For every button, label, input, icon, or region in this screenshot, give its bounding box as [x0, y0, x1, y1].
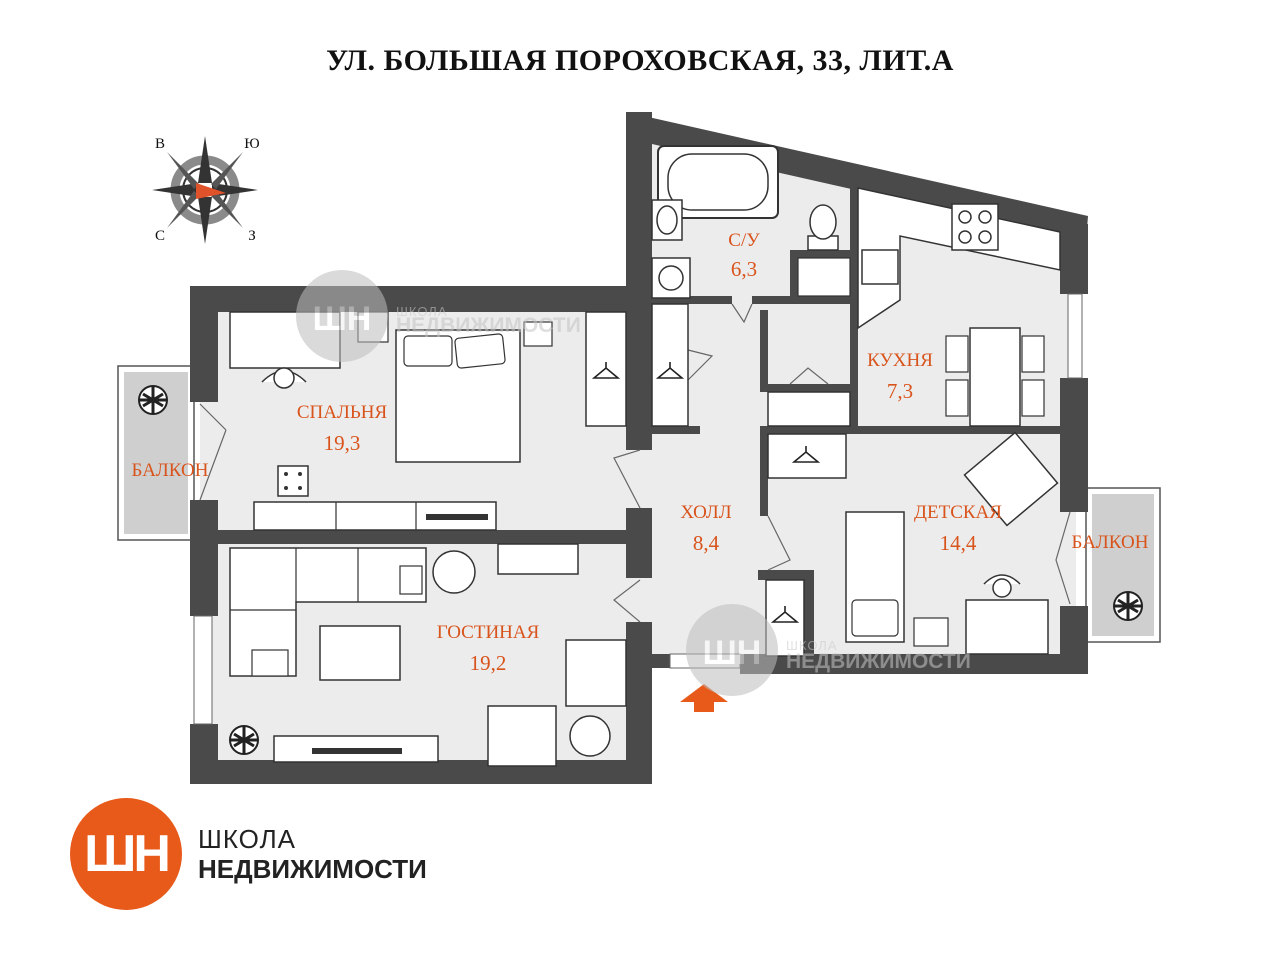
kids-room-furniture: [845, 431, 1059, 655]
compass-label-east: Ю: [244, 136, 259, 152]
compass-label-south: С: [155, 228, 165, 244]
dining-table: [969, 327, 1021, 427]
watermark-line1: ШКОЛА: [786, 638, 838, 653]
room-labels: С/У 6,3 КУХНЯ 7,3 СПАЛЬНЯ 19,3 ХОЛЛ 8,4 …: [297, 230, 1002, 675]
hanger-icon: [770, 606, 800, 623]
tv-icon: [312, 748, 402, 754]
balcony-right: БАЛКОН: [1072, 487, 1161, 643]
hanger-icon: [591, 362, 621, 379]
watermark-monogram: ШН: [703, 634, 762, 672]
room-label-bathroom: С/У: [728, 230, 760, 251]
chair-icon: [1021, 379, 1045, 417]
room-area-kids-room: 14,4: [940, 531, 977, 555]
logo-line1: ШКОЛА: [198, 824, 297, 854]
balcony-left: БАЛКОН: [117, 365, 209, 541]
room-area-bathroom: 6,3: [731, 257, 757, 281]
plan-title: УЛ. БОЛЬШАЯ ПОРОХОВСКАЯ, 33, ЛИТ.А: [326, 44, 954, 77]
living-room-furniture: [229, 543, 627, 767]
stove-icon: [951, 203, 999, 251]
side-table: [569, 715, 611, 757]
room-label-living-room: ГОСТИНАЯ: [437, 622, 540, 643]
kitchen-sink-icon: [861, 249, 899, 285]
doors: [199, 303, 1071, 623]
room-area-living-room: 19,2: [470, 651, 507, 675]
ottoman: [277, 465, 309, 497]
plant-icon: [138, 385, 168, 415]
wardrobe: [767, 391, 851, 427]
room-label-kitchen: КУХНЯ: [867, 350, 933, 371]
console: [497, 543, 579, 575]
compass-rose: В Ю С З: [152, 136, 260, 244]
room-area-bedroom: 19,3: [324, 431, 361, 455]
wardrobe: [767, 433, 847, 479]
bathroom-fixtures: [651, 145, 851, 299]
hanger-icon: [655, 362, 685, 379]
watermark-top: ШН ШКОЛА НЕДВИЖИМОСТИ: [296, 270, 581, 362]
pillow-icon: [851, 599, 899, 637]
compass-label-west: З: [248, 228, 256, 244]
watermark-monogram: ШН: [313, 300, 372, 338]
compass-label-north: В: [155, 136, 165, 152]
room-label-bedroom: СПАЛЬНЯ: [297, 402, 388, 423]
room-label-hall: ХОЛЛ: [680, 502, 731, 523]
hanger-icon: [791, 446, 821, 463]
kitchen-fixtures: [857, 187, 1061, 427]
room-area-kitchen: 7,3: [887, 379, 913, 403]
watermark-line2: НЕДВИЖИМОСТИ: [786, 650, 971, 673]
tv-icon: [426, 514, 488, 520]
side-table: [432, 550, 476, 594]
desk: [965, 599, 1049, 655]
toilet-icon: [807, 204, 839, 251]
armchair: [565, 639, 627, 707]
balcony-right-label: БАЛКОН: [1072, 532, 1149, 553]
kitchen-counter: [857, 187, 1061, 330]
logo-monogram: ШН: [84, 825, 171, 883]
entrance-arrow-icon: [680, 684, 728, 712]
watermark-line1: ШКОЛА: [396, 304, 448, 319]
hanger-icons: [591, 362, 821, 623]
watermark-line2: НЕДВИЖИМОСТИ: [396, 314, 581, 337]
balcony-left-label: БАЛКОН: [132, 460, 209, 481]
pillow-icon: [403, 335, 453, 367]
chair-icon: [945, 335, 969, 373]
logo-circle: ШН: [70, 798, 182, 910]
plant-icon: [1113, 591, 1143, 621]
logo-line2: НЕДВИЖИМОСТИ: [198, 854, 427, 884]
armchair: [487, 705, 557, 767]
armchair: [963, 431, 1059, 527]
coffee-table: [319, 625, 401, 681]
pillow-icon: [454, 333, 506, 369]
room-label-kids-room: ДЕТСКАЯ: [914, 502, 1002, 523]
chair-icon: [1021, 335, 1045, 373]
plant-icon: [229, 725, 259, 755]
brand-logo: ШН ШКОЛА НЕДВИЖИМОСТИ: [70, 798, 490, 910]
watermark-bottom: ШН ШКОЛА НЕДВИЖИМОСТИ: [686, 604, 971, 696]
room-area-hall: 8,4: [693, 531, 720, 555]
chair-icon: [945, 379, 969, 417]
